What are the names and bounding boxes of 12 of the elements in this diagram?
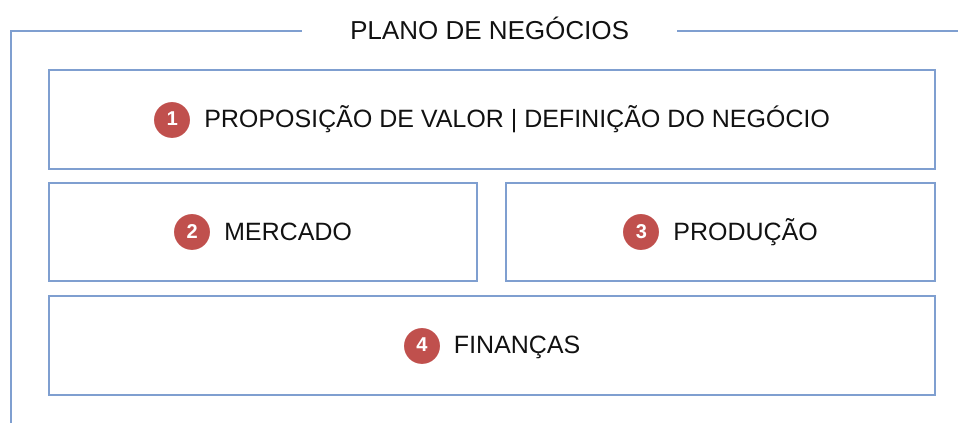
section-label: MERCADO: [224, 218, 352, 246]
section-box: [505, 182, 936, 282]
section-box: [48, 182, 478, 282]
section-label: PRODUÇÃO: [673, 218, 818, 246]
section-label: PROPOSIÇÃO DE VALOR | DEFINIÇÃO DO NEGÓCIO: [204, 105, 830, 134]
number-badge: 4: [404, 328, 440, 364]
section-box: [48, 69, 936, 170]
number-badge: 1: [154, 102, 190, 138]
number-badge: 3: [623, 214, 660, 250]
section-label: FINANÇAS: [454, 331, 580, 360]
section-box: [48, 295, 936, 396]
number-badge: 2: [174, 214, 210, 250]
